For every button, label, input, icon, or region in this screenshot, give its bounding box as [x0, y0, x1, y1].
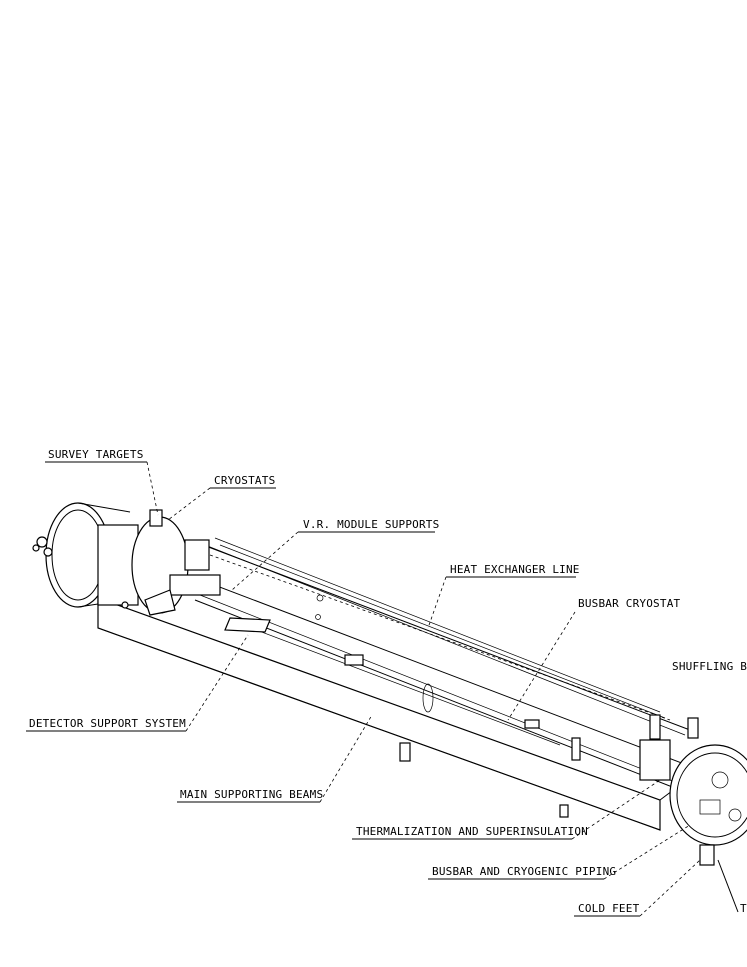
svg-text:MAIN SUPPORTING BEAMS: MAIN SUPPORTING BEAMS [180, 788, 323, 801]
label-shuffling-box: SHUFFLING BO [672, 660, 747, 673]
main-supporting-beam [97, 569, 701, 831]
svg-text:DETECTOR SUPPORT SYSTEM: DETECTOR SUPPORT SYSTEM [29, 717, 186, 730]
svg-text:V.R. MODULE SUPPORTS: V.R. MODULE SUPPORTS [303, 518, 439, 531]
label-busbar-piping: BUSBAR AND CRYOGENIC PIPING [428, 824, 691, 880]
left-end-cryostat [32, 502, 221, 616]
svg-text:COLD FEET: COLD FEET [578, 902, 640, 915]
svg-text:BUSBAR AND CRYOGENIC PIPING: BUSBAR AND CRYOGENIC PIPING [432, 865, 616, 878]
label-thermalization: THERMALIZATION AND SUPERINSULATION [352, 779, 661, 840]
label-busbar-cryostat: BUSBAR CRYOSTAT [507, 597, 681, 721]
label-main-supporting-beams: MAIN SUPPORTING BEAMS [177, 714, 373, 803]
label-vr-module-supports: V.R. MODULE SUPPORTS [231, 518, 439, 591]
svg-text:SHUFFLING BO: SHUFFLING BO [672, 660, 747, 673]
svg-text:HEAT EXCHANGER LINE: HEAT EXCHANGER LINE [450, 563, 580, 576]
svg-text:T: T [740, 902, 747, 915]
svg-text:THERMALIZATION AND SUPERINSULA: THERMALIZATION AND SUPERINSULATION [356, 825, 588, 838]
label-cold-feet: COLD FEET [574, 859, 701, 917]
label-cryostats: CRYOSTATS [167, 474, 276, 521]
cryostat-tube [189, 539, 691, 791]
svg-text:CRYOSTATS: CRYOSTATS [214, 474, 275, 487]
label-cut-right: T [717, 859, 747, 915]
label-detector-support-system: DETECTOR SUPPORT SYSTEM [26, 634, 249, 732]
label-survey-targets: SURVEY TARGETS [45, 448, 159, 516]
right-end-cryostat [639, 714, 747, 866]
svg-text:BUSBAR CRYOSTAT: BUSBAR CRYOSTAT [578, 597, 681, 610]
svg-text:SURVEY TARGETS: SURVEY TARGETS [48, 448, 144, 461]
upper-pipes [214, 537, 666, 719]
label-heat-exchanger-line: HEAT EXCHANGER LINE [427, 563, 580, 629]
